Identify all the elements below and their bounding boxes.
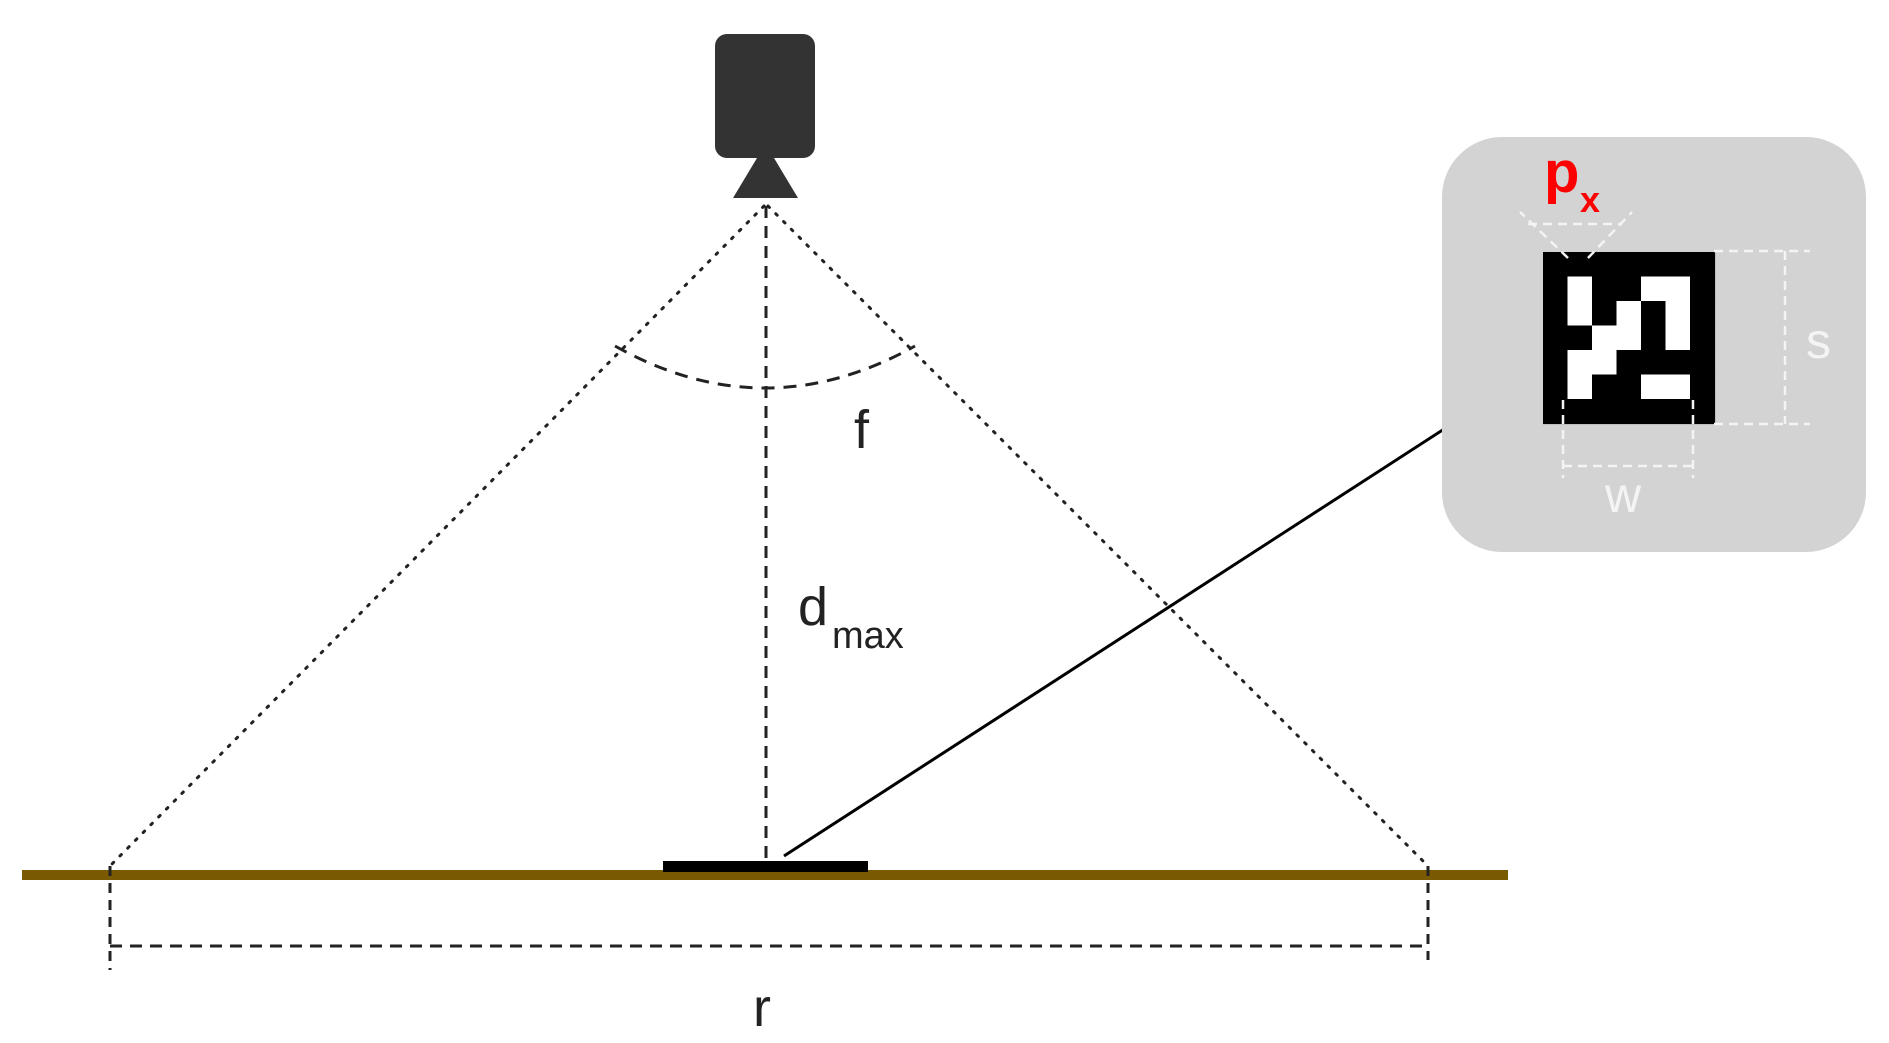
marker-cell <box>1641 252 1667 278</box>
marker-cell <box>1641 276 1667 302</box>
marker-cell <box>1543 374 1569 400</box>
marker-cell <box>1567 325 1593 351</box>
marker-cell <box>1641 350 1667 376</box>
marker-cell <box>1665 374 1691 400</box>
distance-label: d <box>798 577 828 637</box>
marker-cell <box>1665 276 1691 302</box>
camera-body <box>715 34 815 158</box>
focal-label: f <box>854 400 870 460</box>
marker-cell <box>1690 252 1716 278</box>
marker-cell <box>1543 325 1569 351</box>
marker-detail-inset: s w p x <box>1442 137 1866 552</box>
marker-cell <box>1665 325 1691 351</box>
aruco-marker-icon <box>1543 252 1716 425</box>
marker-cell <box>1641 374 1667 400</box>
marker-size-label: s <box>1806 313 1831 369</box>
marker-cell <box>1641 399 1667 425</box>
marker-cell <box>1592 399 1618 425</box>
marker-cell <box>1690 350 1716 376</box>
marker-cell <box>1543 399 1569 425</box>
marker-cell <box>1543 301 1569 327</box>
marker-cell <box>1616 301 1642 327</box>
marker-cell <box>1592 252 1618 278</box>
marker-cell <box>1690 301 1716 327</box>
marker-cell <box>1543 276 1569 302</box>
marker-cell <box>1641 325 1667 351</box>
fov-right-line <box>766 204 1430 868</box>
camera-icon <box>715 34 815 198</box>
marker-cell <box>1567 374 1593 400</box>
marker-cell <box>1567 276 1593 302</box>
pixel-tick-right <box>1587 211 1633 259</box>
marker-cell <box>1592 276 1618 302</box>
marker-cell <box>1665 350 1691 376</box>
marker-cell <box>1616 325 1642 351</box>
distance-subscript: max <box>832 615 904 657</box>
marker-cell <box>1665 252 1691 278</box>
marker-cell <box>1665 399 1691 425</box>
ground-marker <box>663 861 868 872</box>
fov-left-line <box>108 204 766 868</box>
marker-cell <box>1616 350 1642 376</box>
range-label: r <box>753 978 771 1038</box>
marker-cell <box>1690 276 1716 302</box>
marker-cell <box>1665 301 1691 327</box>
marker-cell <box>1592 350 1618 376</box>
marker-cell <box>1567 301 1593 327</box>
marker-cell <box>1616 276 1642 302</box>
marker-cell <box>1690 374 1716 400</box>
pixel-label: p <box>1544 140 1579 205</box>
pointer-arrow <box>783 387 1508 858</box>
marker-cell <box>1543 252 1569 278</box>
marker-cell <box>1690 325 1716 351</box>
marker-cell <box>1592 374 1618 400</box>
marker-cell <box>1567 399 1593 425</box>
marker-cell <box>1616 252 1642 278</box>
pixel-tick-left <box>1519 211 1569 259</box>
marker-cell <box>1592 301 1618 327</box>
marker-cell <box>1567 350 1593 376</box>
marker-cell <box>1592 325 1618 351</box>
marker-cell <box>1641 301 1667 327</box>
marker-width-label: w <box>1604 467 1642 523</box>
marker-cell <box>1616 374 1642 400</box>
camera-lens <box>733 158 798 198</box>
marker-cell <box>1616 399 1642 425</box>
marker-cell <box>1543 350 1569 376</box>
pixel-subscript: x <box>1580 179 1600 220</box>
